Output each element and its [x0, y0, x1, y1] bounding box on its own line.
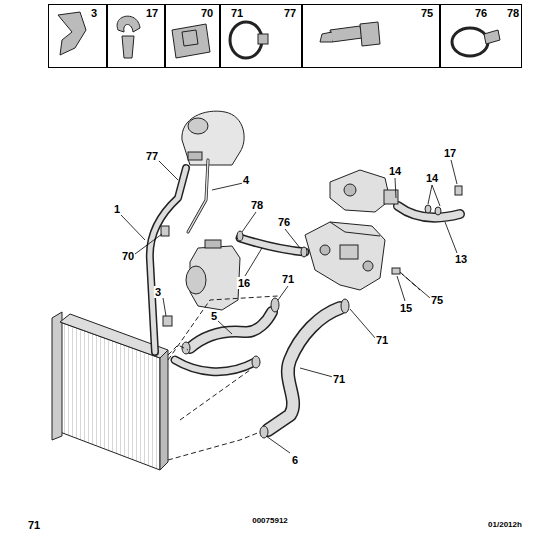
callout-number: 3	[154, 286, 162, 298]
clip-cell: 70	[165, 4, 220, 68]
bolt-cell: 75	[302, 4, 440, 68]
part-number: 70	[201, 7, 213, 19]
callout-number: 77	[145, 150, 159, 162]
callout-number: 76	[277, 216, 291, 228]
callout-number: 4	[242, 174, 250, 186]
part-number: 76	[475, 7, 487, 19]
callout-number: 5	[210, 310, 218, 322]
part-number: 75	[421, 7, 433, 19]
clips	[161, 186, 462, 438]
assembly-lines	[168, 272, 420, 460]
callout-number: 14	[425, 172, 439, 184]
clip-cell: 17	[107, 4, 165, 68]
part-number: 71	[231, 7, 243, 19]
expansion-tank	[182, 111, 244, 165]
water-outlet-housing	[305, 222, 385, 290]
leader-lines	[121, 160, 457, 453]
callout-number: 15	[399, 302, 413, 314]
callout-number: 78	[250, 199, 264, 211]
clamp-cell: 76 78	[440, 4, 522, 68]
callout-number: 6	[291, 454, 299, 466]
callout-number: 71	[332, 373, 346, 385]
callout-number: 14	[388, 165, 402, 177]
callout-number: 70	[121, 250, 135, 262]
callout-number: 75	[430, 294, 444, 306]
callout-number: 71	[375, 334, 389, 346]
document-code: 00075912	[251, 515, 289, 527]
document-code: 01/2012h	[487, 519, 523, 531]
part-number: 3	[91, 7, 97, 19]
callout-number: 17	[443, 147, 457, 159]
clamp-cell: 71 77	[220, 4, 302, 68]
callout-number: 13	[454, 253, 468, 265]
callout-number: 16	[237, 277, 251, 289]
hoses	[150, 160, 460, 430]
part-number: 77	[284, 7, 296, 19]
part-number: 78	[507, 7, 519, 19]
callout-number: 71	[281, 273, 295, 285]
part-number: 17	[146, 7, 158, 19]
clip-icons	[58, 12, 500, 58]
callout-number: 71	[27, 519, 41, 531]
clip-cell: 3	[48, 4, 107, 68]
callout-number: 1	[113, 203, 121, 215]
